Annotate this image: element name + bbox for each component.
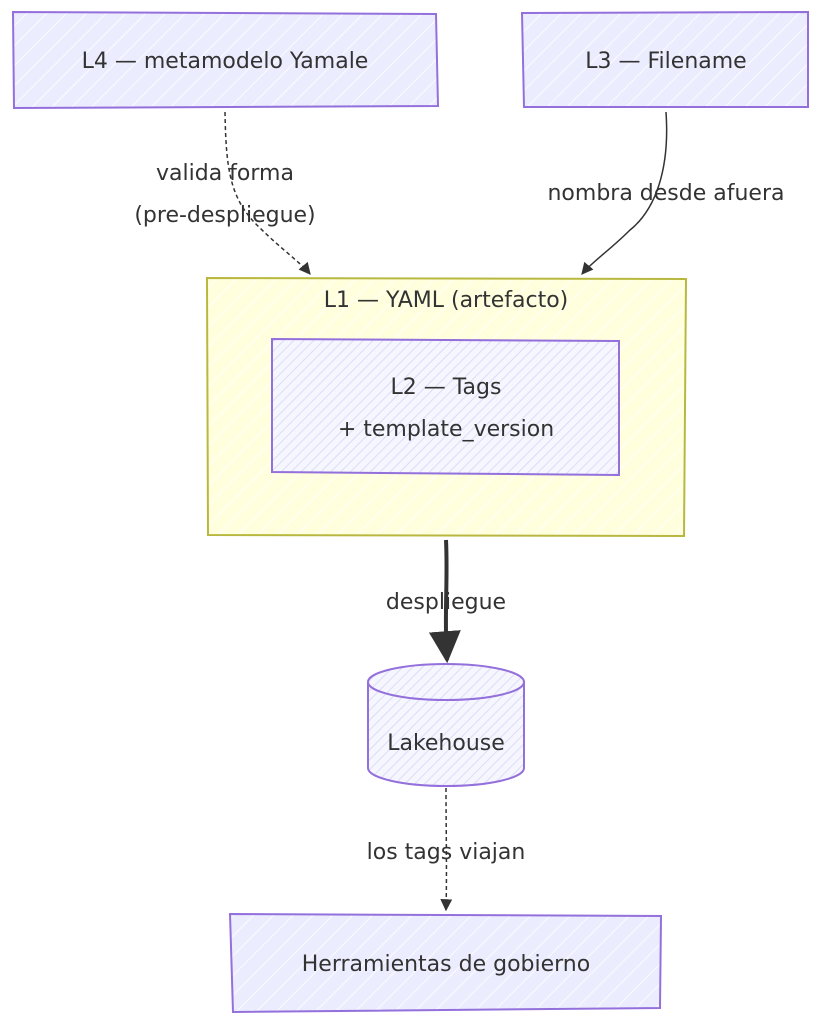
edge-l3-l1[interactable]: nombra desde afuera	[547, 111, 785, 275]
l2-node[interactable]: L2 — Tags + template_version	[271, 337, 620, 477]
edge-lakehouse-gov-label: los tags viajan	[367, 840, 526, 865]
l1-label: L1 — YAML (artefacto)	[324, 288, 569, 313]
lakehouse-top	[367, 663, 525, 701]
lakehouse-label: Lakehouse	[387, 731, 505, 756]
edge-l3-l1-line	[581, 111, 668, 275]
l3-label: L3 — Filename	[585, 49, 746, 74]
edge-l4-l1-label-line1: valida forma	[156, 161, 294, 186]
l4-label: L4 — metamodelo Yamale	[82, 49, 369, 74]
gov-node[interactable]: Herramientas de gobierno	[228, 912, 663, 1014]
edge-l3-l1-label: nombra desde afuera	[547, 181, 784, 206]
edge-l1-lakehouse-label: despliegue	[386, 590, 506, 615]
gov-node-box	[228, 912, 663, 1014]
l2-label-line2: + template_version	[338, 417, 554, 442]
l3-node-box	[520, 10, 809, 108]
edge-lakehouse-gov[interactable]: los tags viajan	[367, 787, 526, 912]
edge-l4-l1[interactable]: valida forma (pre-despliegue)	[134, 111, 316, 275]
gov-label: Herramientas de gobierno	[302, 952, 590, 977]
l4-node-box	[11, 10, 440, 110]
lakehouse-body	[367, 682, 525, 787]
edge-l1-lakehouse[interactable]: despliegue	[386, 539, 506, 664]
l2-label-line1: L2 — Tags	[391, 375, 502, 400]
edge-l4-l1-line	[224, 111, 311, 275]
edge-l4-l1-label-line2: (pre-despliegue)	[134, 203, 315, 228]
l3-node[interactable]: L3 — Filename	[520, 10, 809, 108]
l2-node-box	[271, 337, 620, 477]
l4-node[interactable]: L4 — metamodelo Yamale	[11, 10, 440, 110]
lakehouse-node[interactable]: Lakehouse	[367, 663, 525, 787]
edge-l1-lakehouse-line	[428, 539, 461, 664]
